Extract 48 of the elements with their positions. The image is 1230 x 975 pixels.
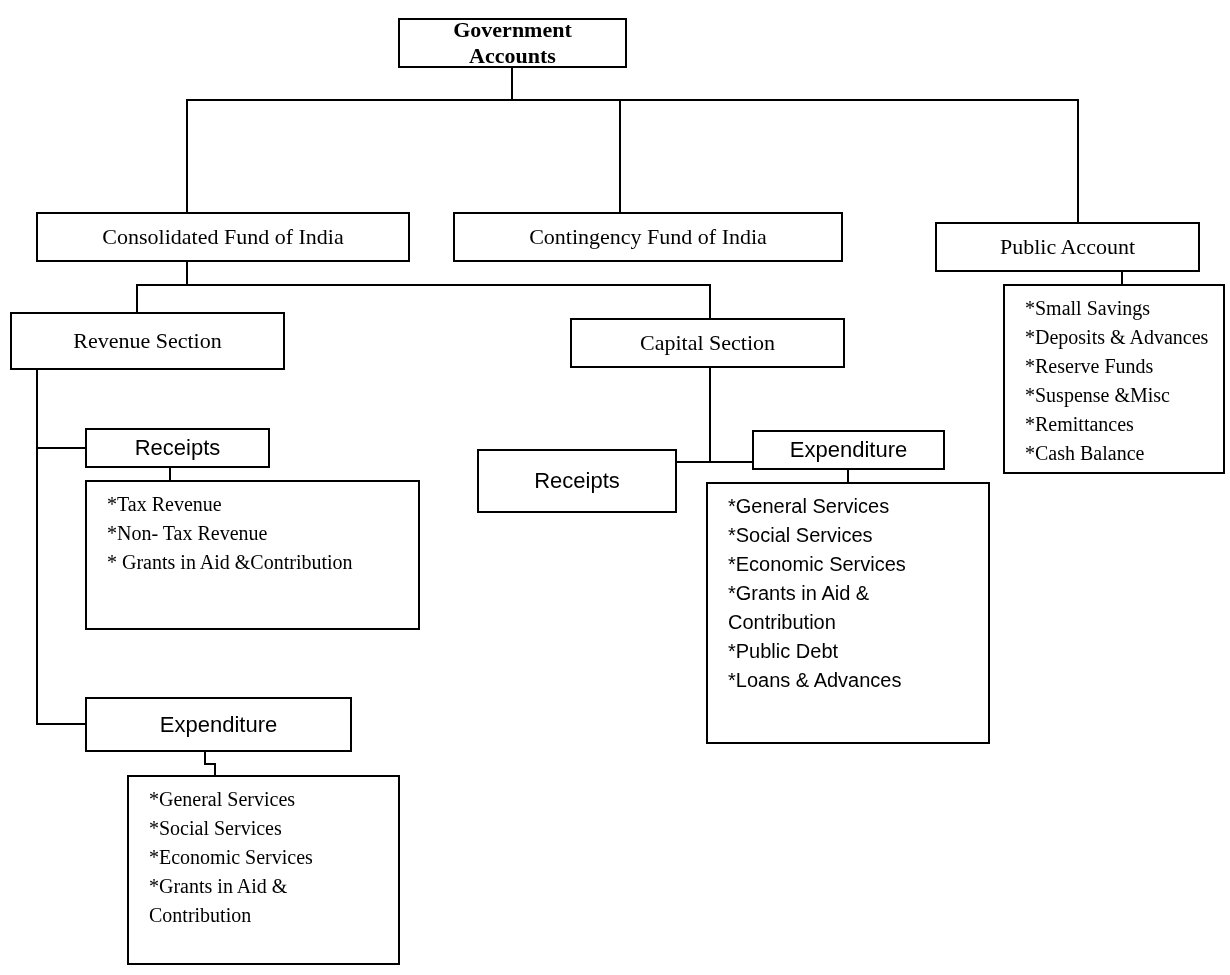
box-label: Expenditure — [159, 711, 278, 738]
list-item: *General Services — [728, 494, 890, 519]
category-box — [85, 697, 352, 752]
list-item: *Economic Services — [149, 845, 313, 870]
list-box — [706, 482, 990, 744]
category-box — [85, 428, 270, 468]
category-box — [453, 212, 843, 262]
list-item: *Remittances — [1025, 412, 1134, 437]
box-label: Public Account — [999, 234, 1135, 260]
list-item: *General Services — [149, 787, 296, 812]
connector-line — [709, 367, 753, 463]
list-item: * Grants in Aid &Contribution — [107, 550, 353, 575]
list-item: *Economic Services — [728, 552, 906, 577]
list-item: *Small Savings — [1025, 296, 1150, 322]
category-box — [36, 212, 410, 262]
connector-line — [169, 467, 171, 481]
list-box — [1003, 284, 1225, 474]
list-item: *Tax Revenue — [107, 492, 222, 517]
list-item: *Suspense &Misc — [1025, 383, 1170, 409]
box-label: Revenue Section — [73, 328, 222, 354]
list-item: *Cash Balance — [1025, 441, 1145, 466]
box-label: Expenditure — [789, 437, 908, 463]
connector-line — [847, 469, 849, 483]
list-item: *Grants in Aid & Contribution — [149, 874, 289, 928]
list-item: *Social Services — [728, 523, 873, 548]
list-item: *Deposits & Advances — [1025, 325, 1209, 351]
list-box — [85, 480, 420, 630]
connector-line — [1121, 271, 1123, 285]
list-item: *Grants in Aid & Contribution — [728, 581, 871, 635]
category-box — [935, 222, 1200, 272]
box-label: Receipts — [534, 468, 620, 494]
box-label: Receipts — [134, 435, 221, 461]
list-item: *Public Debt — [728, 639, 839, 664]
list-item: *Non- Tax Revenue — [107, 521, 268, 546]
box-label: Capital Section — [640, 330, 775, 356]
category-box — [752, 430, 945, 470]
category-box — [398, 18, 627, 68]
box-label: Contingency Fund of India — [529, 224, 767, 250]
connector-line — [204, 751, 216, 776]
box-label: Consolidated Fund of India — [102, 224, 344, 250]
list-item: *Loans & Advances — [728, 668, 902, 693]
list-item: *Reserve Funds — [1025, 354, 1154, 379]
list-item: *Social Services — [149, 816, 282, 841]
box-label: Government Accounts — [452, 17, 573, 69]
category-box — [570, 318, 845, 368]
list-box — [127, 775, 400, 965]
category-box — [477, 449, 677, 513]
category-box — [10, 312, 285, 370]
